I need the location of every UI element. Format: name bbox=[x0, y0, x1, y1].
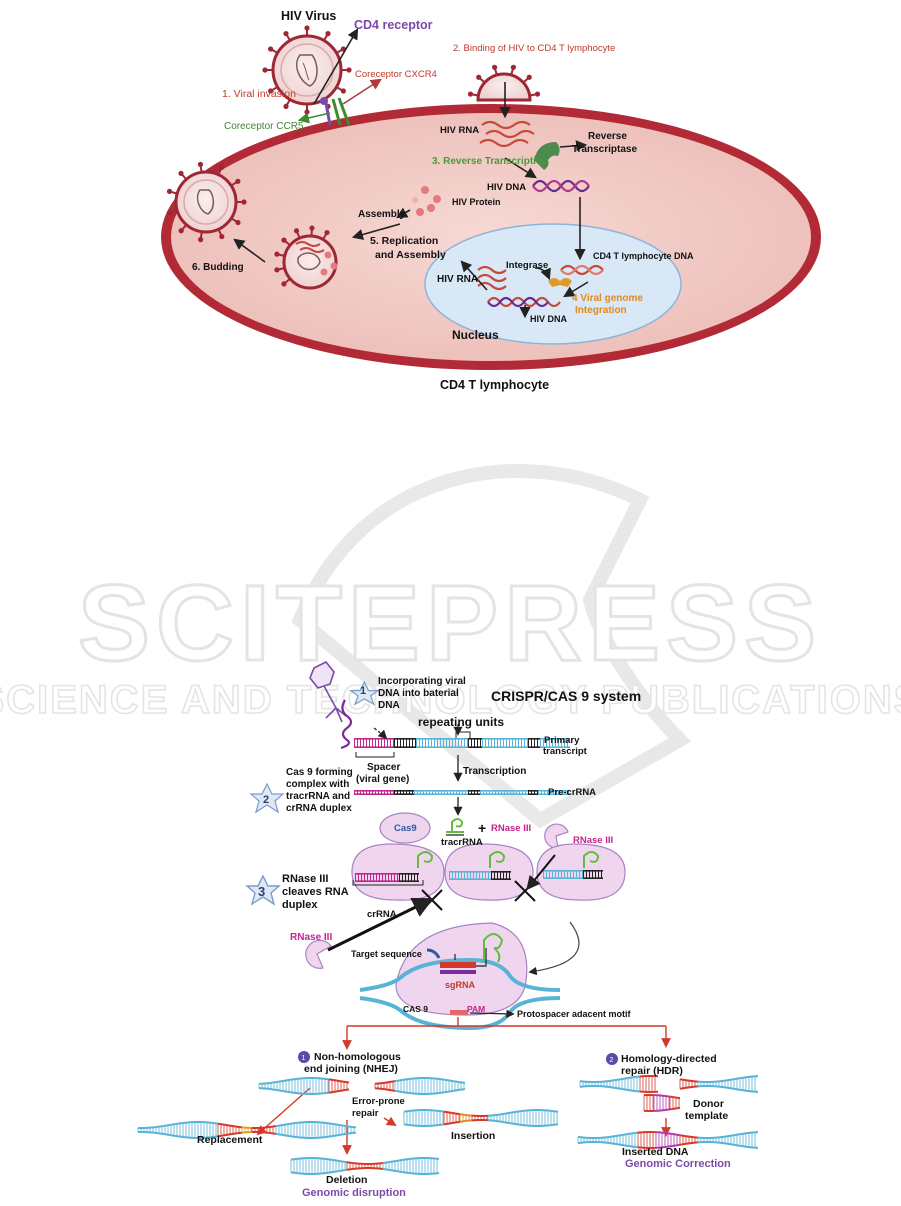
spacer-bracket bbox=[356, 752, 394, 757]
hiv-virus-invading bbox=[262, 25, 351, 114]
label-step1: 1. Viral invasion bbox=[222, 88, 296, 100]
label-hiv-dna-top: HIV DNA bbox=[487, 182, 526, 193]
label-deletion: Deletion bbox=[326, 1174, 367, 1186]
label-step2: 2. Binding of HIV to CD4 T lymphocyte bbox=[453, 43, 615, 54]
hiv-lifecycle-diagram: HIV Virus CD4 receptor 1. Viral invasion… bbox=[161, 9, 821, 392]
label-coreceptor-ccr5: Coreceptor CCR5 bbox=[224, 121, 304, 132]
pre-crrna-bar bbox=[354, 790, 570, 795]
label-coreceptor-cxcr4: Coreceptor CXCR4 bbox=[355, 69, 437, 80]
step-badge-2: 2 bbox=[251, 784, 283, 812]
label-genomic-correction: Genomic Correction bbox=[625, 1158, 731, 1170]
label-step2-l3: tracrRNA and bbox=[286, 791, 350, 802]
cas9-complex-1 bbox=[352, 844, 444, 900]
label-error-2: repair bbox=[352, 1108, 379, 1119]
label-step5-2: and Assembly bbox=[375, 249, 446, 261]
label-nhej-2: end joining (NHEJ) bbox=[304, 1063, 398, 1075]
label-protospacer: Protospacer adacent motif bbox=[517, 1009, 632, 1019]
label-spacer-2: (viral gene) bbox=[356, 774, 409, 785]
nhej-badge-num: 1 bbox=[302, 1055, 306, 1062]
label-pre-crrna: Pre-crRNA bbox=[548, 787, 596, 798]
label-integrase: Integrase bbox=[506, 260, 548, 271]
label-step3: 3. Reverse Transcription bbox=[432, 156, 548, 167]
label-crrna: crRNA bbox=[367, 909, 397, 920]
label-error-1: Error-prone bbox=[352, 1096, 405, 1107]
label-reverse-1: Reverse bbox=[588, 131, 627, 142]
hdr-badge-num: 2 bbox=[610, 1057, 614, 1064]
label-step2-l2: complex with bbox=[286, 779, 349, 790]
label-hiv-dna-nucleus: HIV DNA bbox=[530, 314, 568, 324]
label-nhej-1: Non-homologous bbox=[314, 1051, 401, 1063]
label-hdr-2: repair (HDR) bbox=[621, 1065, 683, 1077]
label-step1-l3: DNA bbox=[378, 700, 400, 711]
label-donor-1: Donor bbox=[693, 1098, 724, 1110]
label-hiv-protein: HIV Protein bbox=[452, 197, 501, 207]
cas9-complex-2 bbox=[445, 844, 533, 900]
label-genomic-disruption: Genomic disruption bbox=[302, 1187, 406, 1199]
label-cas9-complex: CAS 9 bbox=[403, 1004, 428, 1014]
label-step6: 6. Budding bbox=[192, 262, 244, 273]
label-insertion: Insertion bbox=[451, 1130, 495, 1142]
label-step1-l2: DNA into baterial bbox=[378, 688, 459, 699]
label-step1-l1: Incorporating viral bbox=[378, 676, 466, 687]
label-target-sequence: Target sequence bbox=[351, 949, 422, 959]
label-step4-2: Integration bbox=[575, 305, 627, 316]
label-primary-2: transcript bbox=[543, 746, 588, 757]
crispr-title: CRISPR/CAS 9 system bbox=[491, 688, 641, 704]
label-nucleus: Nucleus bbox=[452, 328, 499, 342]
label-sgrna: sgRNA bbox=[445, 980, 476, 990]
label-cell-title: CD4 T lymphocyte bbox=[440, 378, 549, 392]
label-hiv-virus: HIV Virus bbox=[281, 9, 336, 23]
label-step3-l3: duplex bbox=[282, 899, 318, 911]
label-cd4-receptor: CD4 receptor bbox=[354, 18, 433, 32]
label-assembly: Assembly bbox=[358, 209, 406, 220]
primary-transcript-bar bbox=[354, 738, 570, 748]
watermark: SCITEPRESS SCIENCE AND TECHNOLOGY PUBLIC… bbox=[0, 471, 901, 820]
label-step2-l1: Cas 9 forming bbox=[286, 767, 353, 778]
label-pam: PAM bbox=[467, 1004, 485, 1014]
label-step4-1: 4 Viral genome bbox=[572, 293, 643, 304]
label-repeating-units: repeating units bbox=[418, 715, 504, 729]
label-donor-2: template bbox=[685, 1110, 728, 1122]
tracrrna-icon bbox=[446, 819, 464, 835]
label-step3-l1: RNase III bbox=[282, 873, 328, 885]
label-hdr-1: Homology-directed bbox=[621, 1053, 717, 1065]
watermark-big: SCITEPRESS bbox=[78, 562, 822, 683]
label-step3-l2: cleaves RNA bbox=[282, 886, 349, 898]
curved-arrow-to-target bbox=[530, 922, 579, 972]
label-spacer-1: Spacer bbox=[367, 762, 400, 773]
step-badge-3: 3 bbox=[247, 876, 279, 904]
label-rnase-a: RNase III bbox=[491, 823, 531, 834]
hiv-virus-binding bbox=[468, 65, 540, 100]
label-rnase-c: RNase III bbox=[290, 932, 332, 943]
label-primary-1: Primary bbox=[544, 735, 580, 746]
label-tracrrna: tracrRNA bbox=[441, 837, 483, 848]
label-rnase-b: RNase III bbox=[573, 835, 613, 846]
label-hiv-rna-nucleus: HIV RNA bbox=[437, 274, 478, 285]
rnase-iii-pacman-bottom bbox=[306, 940, 331, 968]
label-transcription: Transcription bbox=[463, 766, 526, 777]
label-inserted-dna: Inserted DNA bbox=[622, 1146, 689, 1158]
label-step2-l4: crRNA duplex bbox=[286, 803, 352, 814]
label-plus: + bbox=[478, 820, 486, 836]
label-replacement: Replacement bbox=[197, 1134, 263, 1146]
label-cd4-dna: CD4 T lymphocyte DNA bbox=[593, 251, 694, 261]
step-badge-3-num: 3 bbox=[258, 884, 265, 899]
step-badge-2-num: 2 bbox=[263, 794, 269, 806]
label-reverse-2: Transcriptase bbox=[572, 144, 637, 155]
cas9-complex-3 bbox=[537, 844, 625, 900]
label-hiv-rna-top: HIV RNA bbox=[440, 125, 479, 136]
label-cas9: Cas9 bbox=[394, 823, 417, 834]
step-badge-1-num: 1 bbox=[360, 685, 366, 697]
label-step5-1: 5. Replication bbox=[370, 235, 438, 247]
